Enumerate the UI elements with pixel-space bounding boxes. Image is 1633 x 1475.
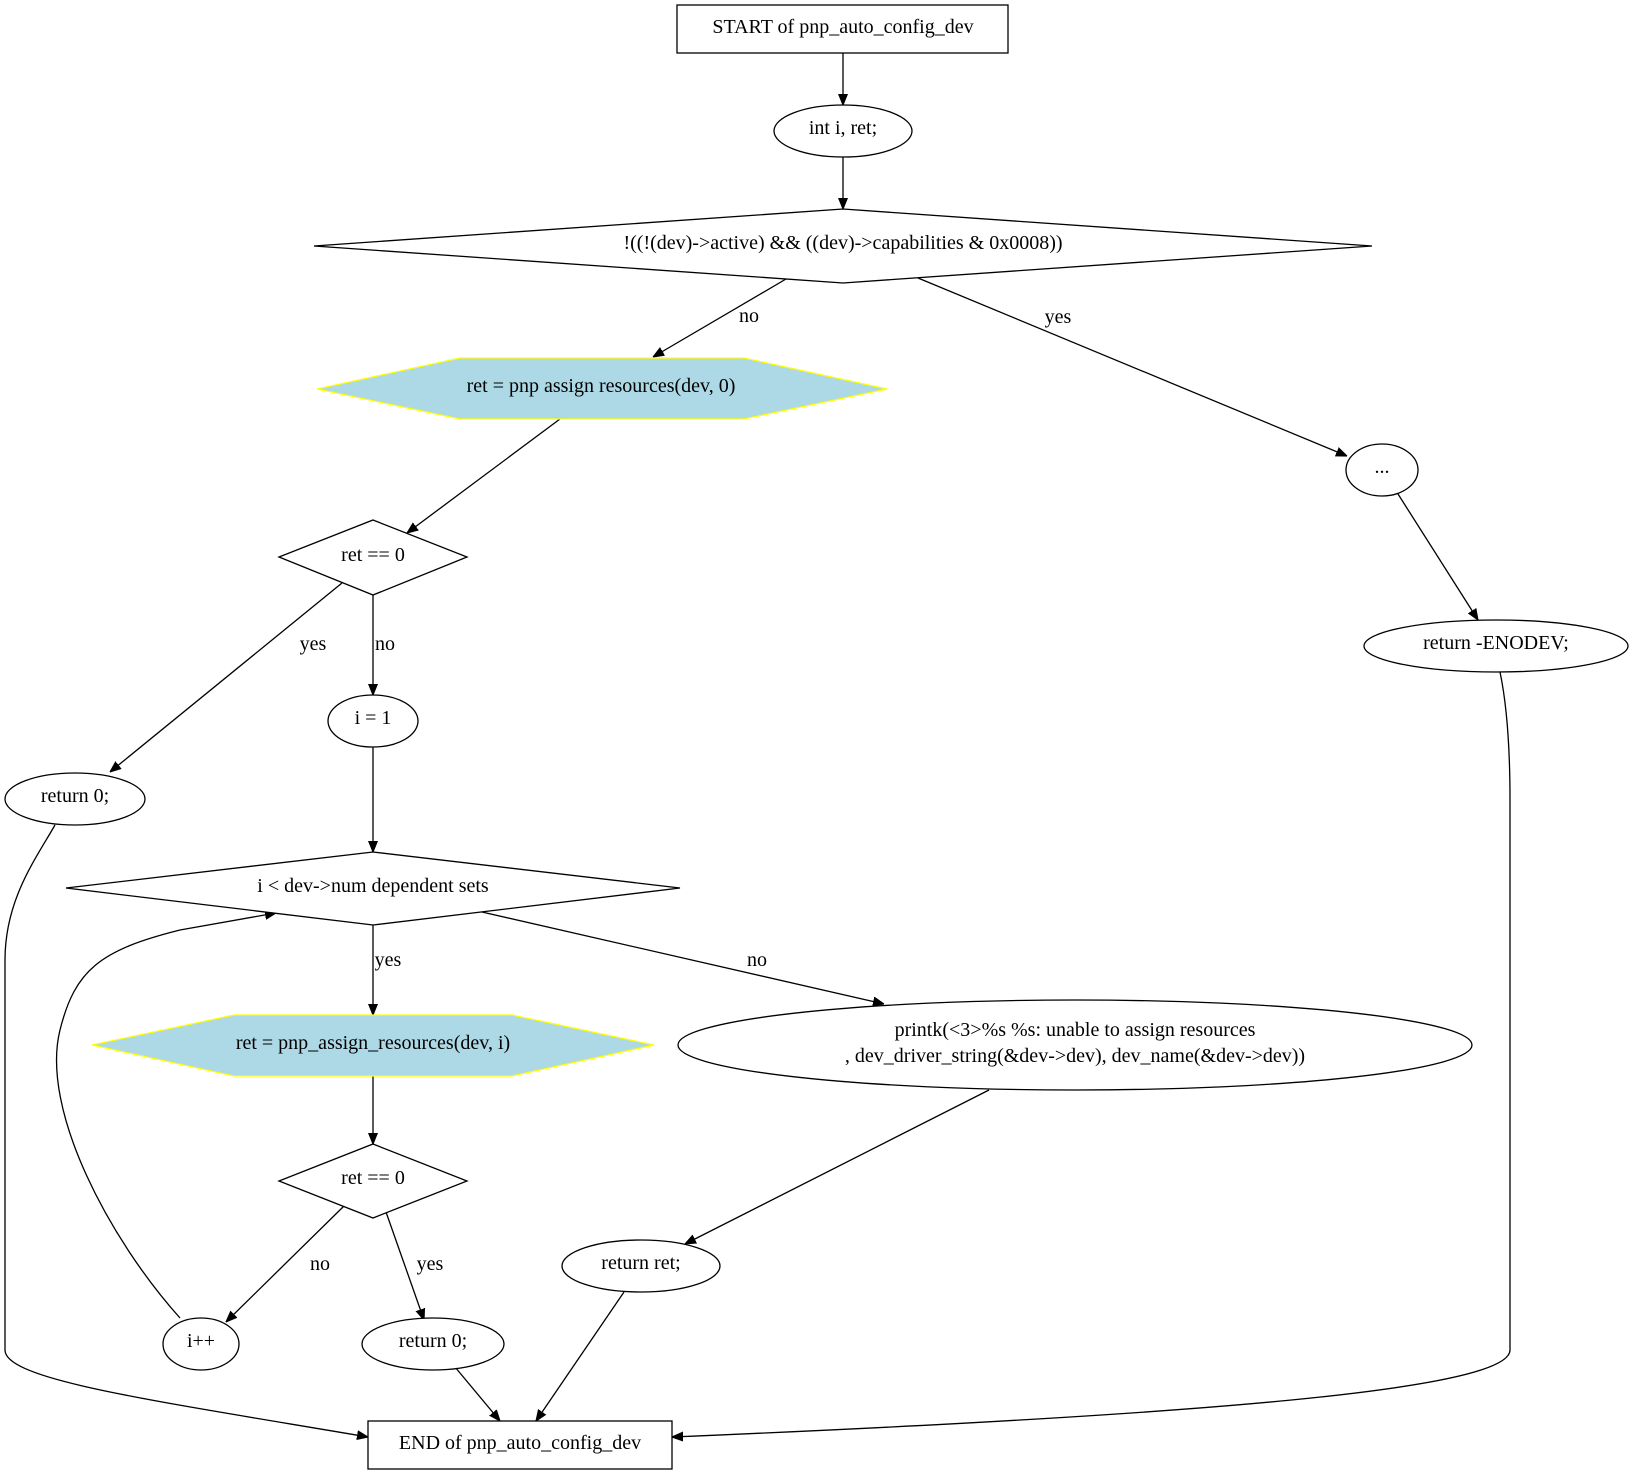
edge-label-cond-yes: yes [1045, 306, 1072, 328]
node-return0-a-label: return 0; [41, 785, 109, 807]
edge-check2-to-incr [226, 1205, 345, 1322]
edge-printk-to-return-ret [685, 1089, 990, 1244]
node-return-enodev: return -ENODEV; [1363, 619, 1629, 673]
node-loop-cond-label: i < dev->num dependent sets [257, 875, 489, 897]
node-ellipsis: ... [1345, 443, 1419, 497]
node-assign-i-label: ret = pnp_assign_resources(dev, i) [236, 1032, 510, 1054]
node-start: START of pnp_auto_config_dev [676, 4, 1009, 54]
node-cond-active: !((!(dev)->active) && ((dev)->capabiliti… [313, 208, 1373, 284]
node-ret-check2-label: ret == 0 [341, 1167, 405, 1189]
node-incr-label: i++ [187, 1330, 215, 1352]
node-return0-a: return 0; [4, 772, 146, 826]
node-incr: i++ [162, 1317, 240, 1371]
node-end: END of pnp_auto_config_dev [367, 1420, 673, 1470]
node-init-i-label: i = 1 [355, 707, 392, 729]
node-assign-i: ret = pnp_assign_resources(dev, i) [91, 1014, 655, 1077]
node-ellipsis-label: ... [1375, 456, 1390, 478]
edge-label-check2-yes: yes [417, 1253, 444, 1275]
edge-label-check2-no: no [310, 1253, 330, 1275]
edge-return0b-to-end [454, 1366, 500, 1421]
node-return-ret-label: return ret; [601, 1252, 680, 1274]
edge-return-ret-to-end [536, 1291, 625, 1421]
edge-check2-to-return0b [385, 1211, 424, 1320]
edge-check1-to-return0a [110, 582, 343, 772]
node-init-i: i = 1 [327, 694, 419, 748]
edges [4, 53, 1511, 1437]
node-return-enodev-label: return -ENODEV; [1423, 632, 1569, 654]
edge-cond-to-assign0 [653, 278, 787, 357]
node-ret-check1-label: ret == 0 [341, 544, 405, 566]
node-return-ret: return ret; [561, 1239, 721, 1293]
node-decl-label: int i, ret; [809, 117, 877, 139]
node-printk-label-line2: , dev_driver_string(&dev->dev), dev_name… [845, 1045, 1305, 1067]
edge-ellipsis-to-enodev [1397, 493, 1478, 620]
edge-enodev-to-end [672, 671, 1511, 1437]
node-assign0-label: ret = pnp assign resources(dev, 0) [467, 375, 736, 397]
node-ret-check2: ret == 0 [277, 1143, 469, 1219]
node-assign0: ret = pnp assign resources(dev, 0) [316, 357, 888, 420]
node-ret-check1: ret == 0 [277, 519, 469, 596]
edge-label-cond-no: no [739, 305, 759, 327]
node-end-label: END of pnp_auto_config_dev [399, 1432, 641, 1454]
node-printk-label-line1: printk(<3>%s %s: unable to assign resour… [895, 1019, 1256, 1041]
edge-return0a-to-end [4, 824, 368, 1437]
node-return0-b-label: return 0; [399, 1330, 467, 1352]
edge-labels: no yes yes no yes no no yes [300, 305, 1072, 1275]
edge-assign0-to-check1 [407, 418, 561, 533]
node-return0-b: return 0; [361, 1317, 505, 1371]
node-cond-active-label: !((!(dev)->active) && ((dev)->capabiliti… [623, 232, 1062, 254]
edge-label-loop-no: no [747, 949, 767, 971]
edge-label-check1-yes: yes [300, 633, 327, 655]
edge-cond-to-ellipsis [917, 277, 1347, 457]
node-loop-cond: i < dev->num dependent sets [65, 851, 681, 926]
edge-label-loop-yes: yes [375, 949, 402, 971]
node-printk: printk(<3>%s %s: unable to assign resour… [677, 999, 1473, 1091]
edge-loop-to-printk [481, 911, 884, 1004]
node-decl: int i, ret; [773, 104, 913, 158]
edge-label-check1-no: no [375, 633, 395, 655]
edge-incr-back-to-loop [55, 913, 276, 1319]
node-start-label: START of pnp_auto_config_dev [712, 16, 973, 38]
